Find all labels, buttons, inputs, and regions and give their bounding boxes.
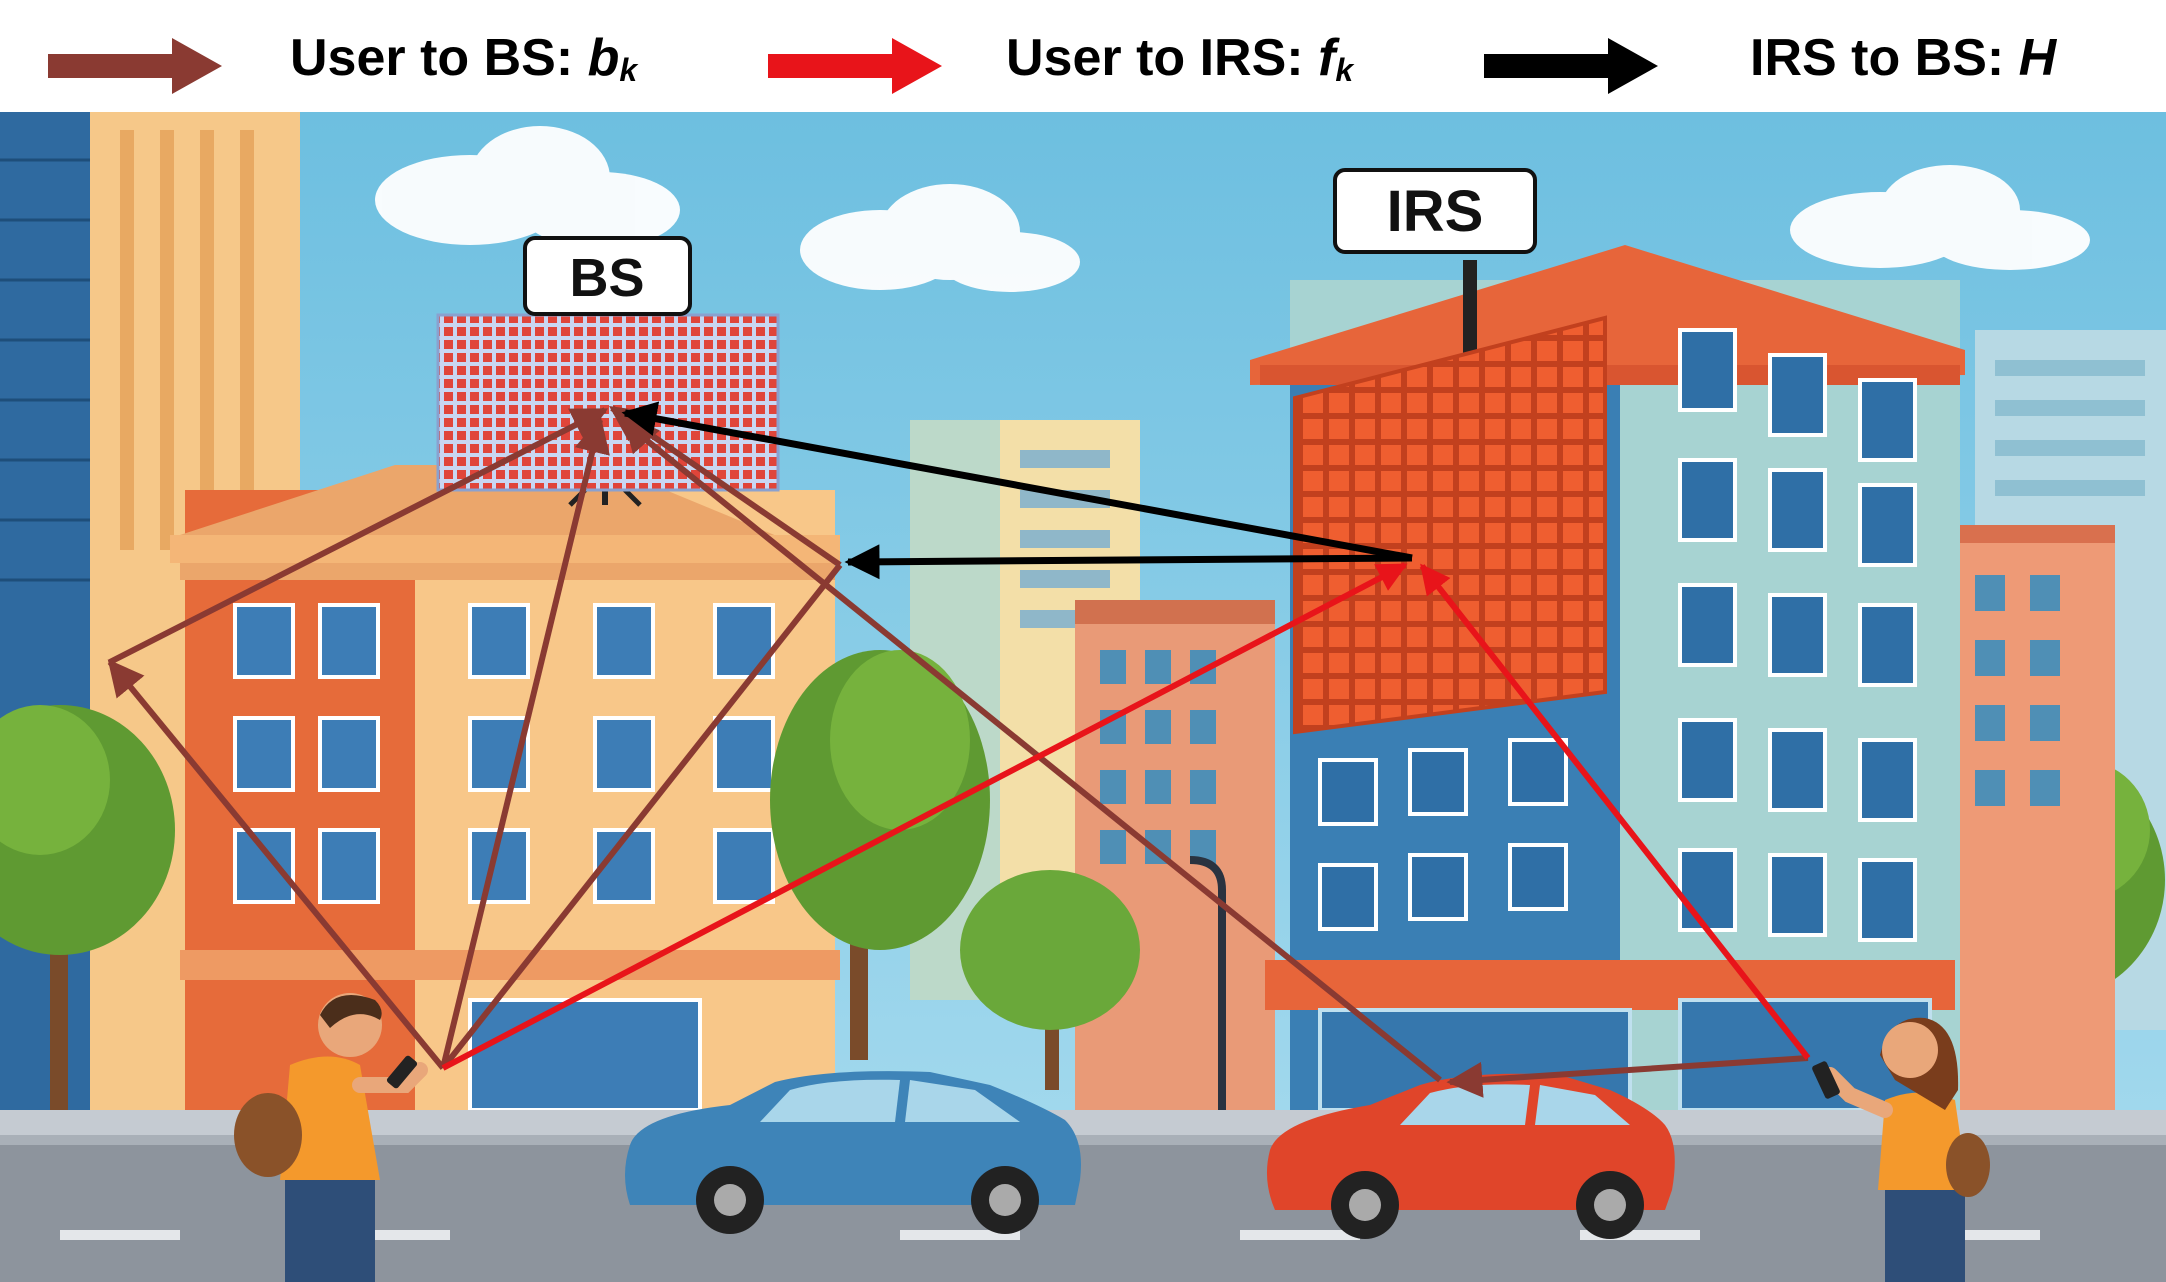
bs-sign-label: BS	[569, 248, 644, 308]
user-left	[234, 993, 428, 1282]
user-right	[1812, 1017, 1990, 1282]
clouds	[375, 126, 2090, 292]
arrow-right-icon	[1484, 38, 1658, 94]
arrow-right-icon	[768, 38, 942, 94]
legend-label-irs-to-bs: IRS to BS: H	[1750, 29, 2057, 87]
smartphone-icon	[1812, 1061, 1840, 1099]
red-car	[1266, 1073, 1675, 1239]
legend-label-user-to-bs: User to BS: bk	[290, 29, 638, 88]
irs-sign-label: IRS	[1387, 179, 1484, 244]
bs-sign: BS	[523, 236, 692, 316]
city-scene: BS	[0, 112, 2166, 1282]
irs-sign: IRS	[1333, 168, 1537, 254]
smartphone-icon	[386, 1055, 418, 1089]
arrow-right-icon	[48, 38, 222, 94]
building-right	[1945, 525, 2115, 1115]
legend-label-user-to-irs: User to IRS: fk	[1006, 29, 1354, 88]
links-user-to-bs	[107, 405, 1809, 1098]
bs-antenna-panel	[436, 313, 780, 507]
legend: User to BS: bk User to IRS: fk IRS to BS…	[0, 0, 2166, 112]
bs-building	[170, 465, 840, 1120]
links-irs-to-bs	[621, 401, 1413, 580]
links-user-to-irs	[441, 562, 1811, 1071]
street-lamp	[1189, 856, 1226, 1140]
blue-car	[625, 1071, 1081, 1234]
